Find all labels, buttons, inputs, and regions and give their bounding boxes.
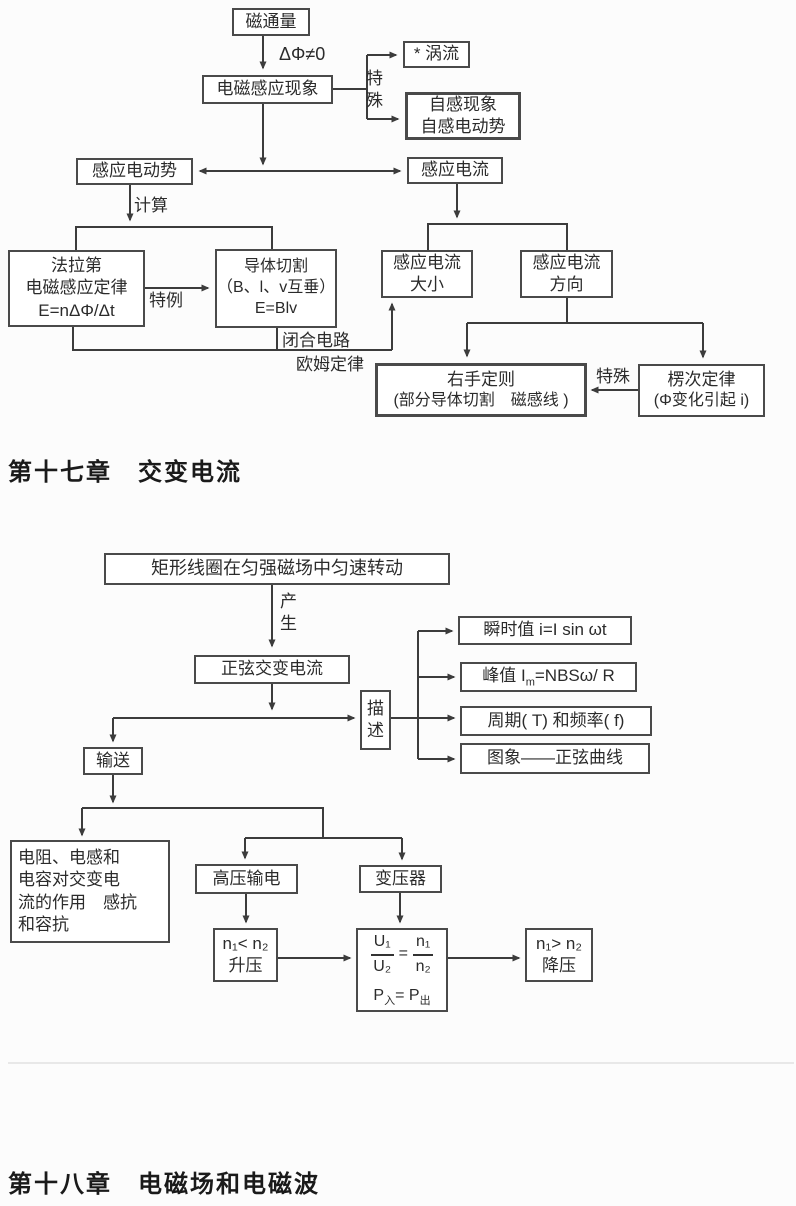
node-line: 感应电流 (393, 252, 461, 272)
chapter18-heading: 第十八章 电磁场和电磁波 (8, 1171, 320, 1198)
node-line: E=Blv (254, 299, 298, 317)
edge-label-delta-phi: ΔΦ≠0 (279, 44, 326, 64)
node-peak-value: 峰值 Im=NBSω/ R (460, 662, 637, 692)
node-right-hand-rule: 右手定则 (部分导体切割 磁感线 ) (375, 363, 587, 417)
node-label: 感应电流 (421, 160, 489, 180)
chapter17-heading: 第十七章 交变电流 (8, 459, 242, 486)
diagram1-edges (72, 36, 707, 394)
node-graph-sine: 图象——正弦曲线 (460, 743, 650, 774)
node-line: 方向 (549, 275, 584, 294)
edge-label-produce: 产生 (280, 592, 297, 634)
node-transformer: 变压器 (359, 865, 442, 893)
node-label: 瞬时值 i=I sin ωt (483, 620, 607, 640)
node-label: 磁通量 (245, 11, 297, 31)
node-label: * 涡流 (413, 44, 460, 64)
node-line: 升压 (228, 956, 263, 975)
node-label: 变压器 (375, 868, 426, 888)
node-current-direction: 感应电流 方向 (520, 250, 613, 298)
node-transport: 输送 (83, 747, 143, 775)
node-line: 自感现象 (429, 94, 497, 114)
node-instant-value: 瞬时值 i=I sin ωt (458, 616, 632, 645)
node-line: E=nΔΦ/Δt (38, 300, 115, 320)
node-magnetic-flux: 磁通量 (232, 8, 310, 36)
node-line: 和容抗 (18, 914, 69, 934)
equals-sign: = (398, 945, 408, 963)
node-label: 电磁感应现象 (216, 79, 319, 99)
node-line: (Φ变化引起 i) (653, 392, 750, 410)
node-step-down: n₁> n₂ 降压 (525, 928, 593, 982)
node-label: 峰值 Im=NBSω/ R (482, 665, 615, 689)
node-eddy-current: * 涡流 (403, 41, 470, 68)
edge-label-closed-circuit-2: 欧姆定律 (296, 355, 364, 374)
node-label: 感应电动势 (92, 161, 177, 181)
edge-label-special-case: 特例 (149, 291, 183, 310)
node-label: 周期( T) 和频率( f) (487, 710, 625, 730)
diagram2-edges (78, 585, 521, 962)
edge-label-closed-circuit-1: 闭合电路 (282, 331, 350, 350)
node-line: 感应电流 (532, 252, 601, 272)
node-rlc-effect: 电阻、电感和 电容对交变电 流的作用 感抗 和容抗 (10, 840, 170, 943)
node-self-induction: 自感现象 自感电动势 (405, 92, 521, 140)
node-emi-phenomenon: 电磁感应现象 (202, 75, 333, 104)
node-line: 电阻、电感和 (18, 848, 120, 868)
node-conductor-cutting: 导体切割 （B、l、v互垂） E=Blv (215, 249, 337, 328)
node-induced-current: 感应电流 (407, 157, 503, 184)
node-label: 描述 (367, 698, 384, 740)
node-label: 正弦交变电流 (221, 659, 323, 679)
section-divider (8, 1062, 794, 1064)
node-line: 降压 (542, 956, 576, 975)
node-line: 导体切割 (243, 258, 308, 276)
node-line: (部分导体切割 磁感线 ) (393, 391, 569, 409)
node-hv-transmission: 高压输电 (195, 864, 298, 894)
node-line: n₁> n₂ (536, 933, 582, 953)
node-line: 楞次定律 (667, 370, 736, 390)
node-line: 自感电动势 (420, 117, 506, 136)
node-line: 电容对交变电 (18, 870, 120, 890)
node-faraday-law: 法拉第 电磁感应定律 E=nΔΦ/Δt (8, 250, 145, 327)
node-step-up: n₁< n₂ 升压 (213, 928, 278, 982)
edge-label-special-right: 特殊 (596, 367, 630, 386)
node-line: 流的作用 感抗 (18, 892, 137, 912)
power-equality: P入= P出 (373, 986, 431, 1007)
node-period-frequency: 周期( T) 和频率( f) (460, 706, 652, 736)
node-label: 矩形线圈在匀强磁场中匀速转动 (151, 558, 403, 579)
node-label: 高压输电 (212, 868, 281, 888)
node-describe: 描述 (360, 690, 391, 750)
node-induced-emf: 感应电动势 (76, 158, 193, 185)
node-current-magnitude: 感应电流 大小 (381, 250, 473, 298)
node-lenz-law: 楞次定律 (Φ变化引起 i) (638, 364, 765, 417)
edge-label-calculate: 计算 (134, 196, 168, 215)
node-line: （B、l、v互垂） (217, 279, 336, 297)
node-line: 大小 (410, 275, 444, 294)
node-line: 右手定则 (447, 369, 515, 389)
node-rotating-coil: 矩形线圈在匀强磁场中匀速转动 (104, 553, 450, 585)
node-label: 输送 (96, 750, 130, 770)
edge-label-special-top: 特殊 (366, 69, 383, 111)
node-label: 图象——正弦曲线 (487, 748, 623, 768)
node-line: 电磁感应定律 (25, 278, 128, 298)
node-line: n₁< n₂ (222, 933, 269, 953)
node-line: 法拉第 (51, 256, 102, 276)
node-sine-ac: 正弦交变电流 (194, 655, 350, 684)
